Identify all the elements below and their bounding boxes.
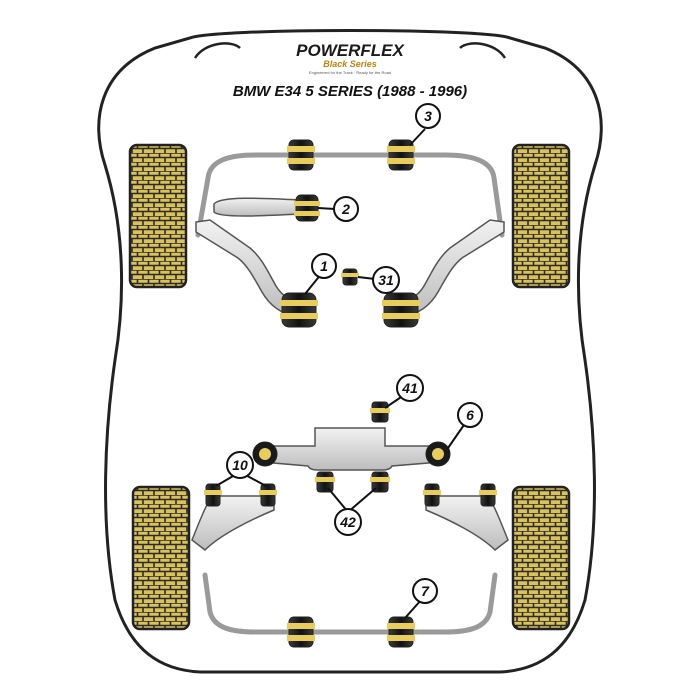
callout-10: 10 [226,451,254,479]
diff-mount-bush [370,401,390,423]
svg-text:Engineered for the Track · Rea: Engineered for the Track · Ready for the… [309,70,391,75]
front-left-headlight [193,42,241,59]
tension-strut-bush [294,194,320,222]
rear-anti-roll-bar [202,572,498,635]
svg-text:2: 2 [341,201,350,217]
rear-subframe-bushes [315,471,390,493]
callout-1: 1 [311,253,337,279]
tyres [128,143,571,631]
front-wishbone-bushes [280,292,420,328]
diagram-title: BMW E34 5 SERIES (1988 - 1996) [233,83,467,100]
svg-text:31: 31 [378,272,394,288]
rear-end-bushes [252,441,451,467]
front-tension-strut [213,197,301,217]
rear-trailing-arm-bushes [204,483,497,507]
svg-text:1: 1 [320,258,328,274]
tyre-front-left [128,143,188,289]
callout-2: 2 [333,196,359,222]
tyre-rear-right [511,485,571,631]
front-arb-bushes [287,139,415,171]
rear-arb-bushes [287,616,415,648]
svg-text:10: 10 [232,457,248,473]
svg-text:7: 7 [421,583,430,599]
svg-text:41: 41 [401,380,418,396]
callout-41: 41 [396,374,424,402]
rear-right-trailing-arm [425,495,509,551]
callout-6: 6 [457,402,483,428]
bush-31 [341,268,359,286]
callout-42: 42 [334,508,362,536]
tyre-front-right [511,143,571,289]
svg-text:3: 3 [424,108,432,124]
callout-31: 31 [372,266,400,294]
rear-left-trailing-arm [191,495,275,551]
svg-text:42: 42 [339,514,356,530]
svg-text:6: 6 [466,407,474,423]
front-right-headlight [459,42,507,59]
powerflex-logo: POWERFLEX Black Series Engineered for th… [292,38,408,78]
svg-text:POWERFLEX: POWERFLEX [296,41,405,60]
front-anti-roll-bar [195,152,505,238]
callout-3: 3 [415,103,441,129]
callout-7: 7 [412,578,438,604]
svg-text:Black Series: Black Series [323,59,377,69]
tyre-rear-left [131,485,191,631]
